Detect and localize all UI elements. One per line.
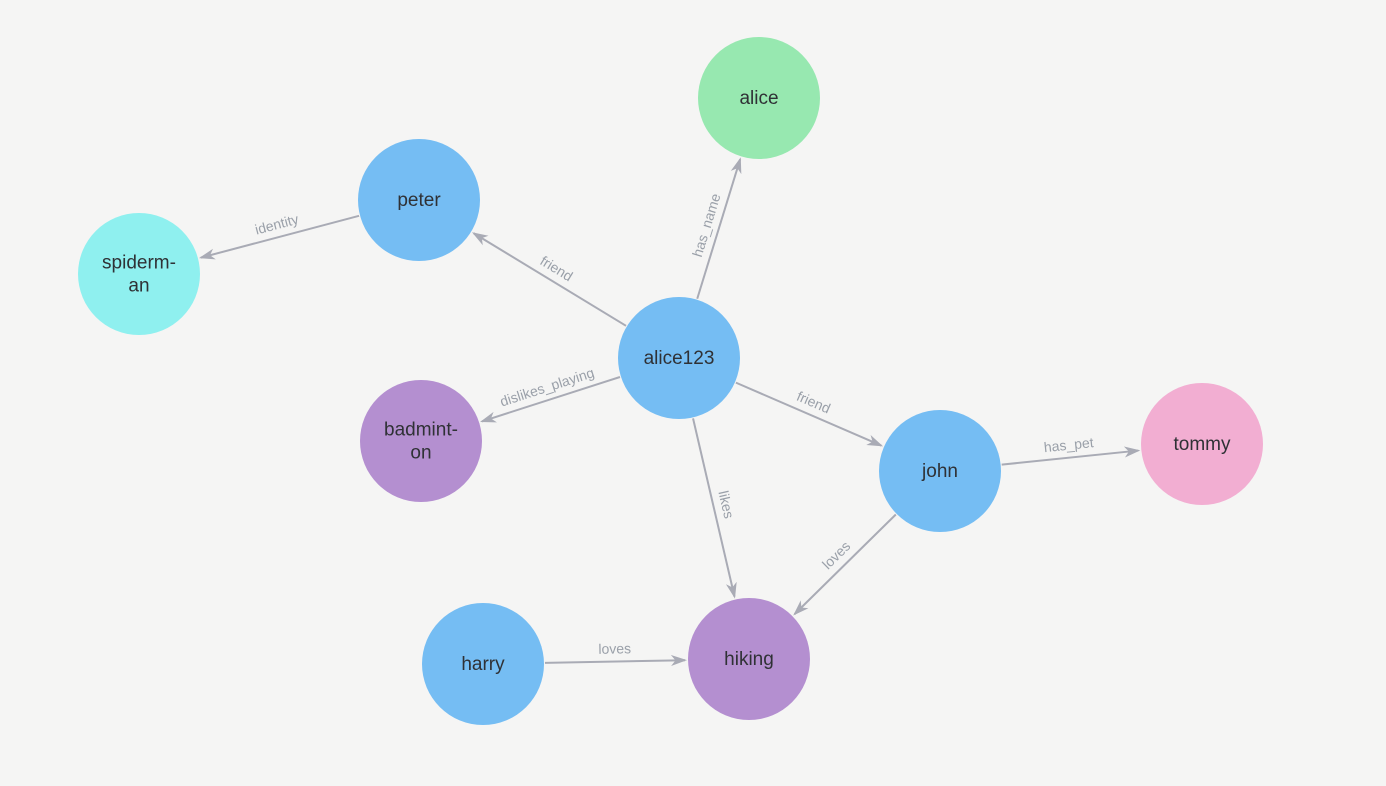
node-circle[interactable] bbox=[688, 598, 810, 720]
node-circle[interactable] bbox=[78, 213, 200, 335]
edge-line[interactable] bbox=[544, 654, 688, 666]
node-circle[interactable] bbox=[618, 297, 740, 419]
node-hiking[interactable]: hiking bbox=[688, 598, 810, 720]
node-circle[interactable] bbox=[360, 380, 482, 502]
node-alice123[interactable]: alice123 bbox=[618, 297, 740, 419]
edge-line[interactable] bbox=[692, 418, 737, 599]
edge-line[interactable] bbox=[696, 157, 742, 300]
edge-line[interactable] bbox=[793, 513, 897, 616]
node-tommy[interactable]: tommy bbox=[1141, 383, 1263, 505]
node-harry[interactable]: harry bbox=[422, 603, 544, 725]
node-badminton[interactable]: badmint-on bbox=[360, 380, 482, 502]
node-circle[interactable] bbox=[1141, 383, 1263, 505]
node-circle[interactable] bbox=[698, 37, 820, 159]
edge-line[interactable] bbox=[471, 232, 627, 327]
edge-line[interactable] bbox=[198, 214, 360, 260]
node-peter[interactable]: peter bbox=[358, 139, 480, 261]
node-john[interactable]: john bbox=[879, 410, 1001, 532]
node-circle[interactable] bbox=[358, 139, 480, 261]
node-circle[interactable] bbox=[422, 603, 544, 725]
edge-line[interactable] bbox=[735, 381, 884, 447]
edge-line[interactable] bbox=[480, 376, 621, 423]
edge-line[interactable] bbox=[1001, 446, 1141, 466]
node-alice[interactable]: alice bbox=[698, 37, 820, 159]
node-spiderman[interactable]: spiderm-an bbox=[78, 213, 200, 335]
node-circle[interactable] bbox=[879, 410, 1001, 532]
